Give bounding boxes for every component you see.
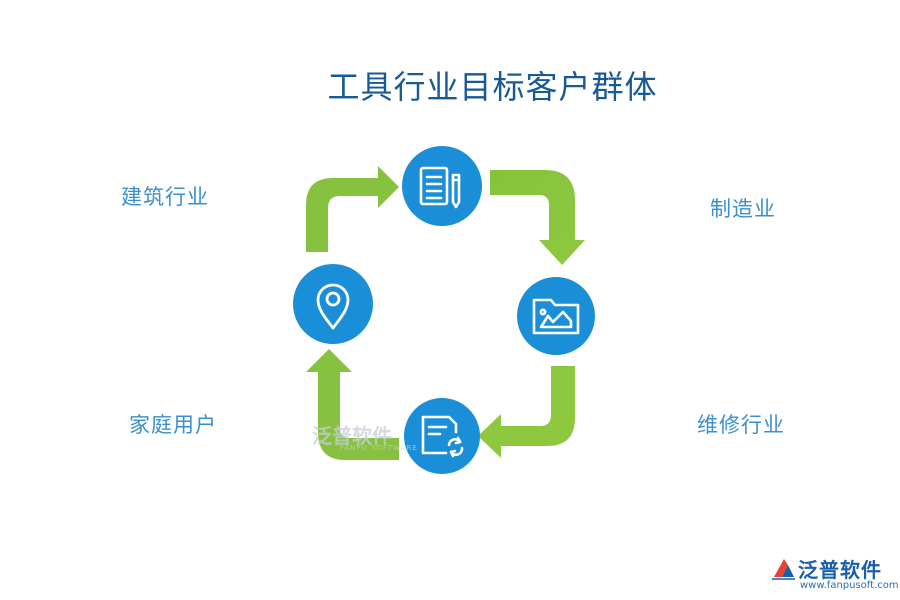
location-pin-icon xyxy=(316,283,350,330)
label-repair: 维修行业 xyxy=(697,413,785,437)
document-pencil-icon xyxy=(419,166,461,209)
brand-name: 泛普软件 xyxy=(798,558,882,582)
node-document-refresh xyxy=(404,398,480,474)
brand-url: www.fanpusoft.com xyxy=(800,580,899,591)
label-household: 家庭用户 xyxy=(129,413,217,437)
label-manufacturing: 制造业 xyxy=(710,197,776,221)
arrow-bottom-left xyxy=(306,349,399,460)
node-document-pencil xyxy=(402,146,482,226)
arrow-top-left xyxy=(306,166,399,252)
document-refresh-icon xyxy=(421,415,464,458)
brand-logo-block: 泛普软件 www.fanpusoft.com xyxy=(770,556,899,596)
folder-image-icon xyxy=(532,298,580,335)
diagram-title: 工具行业目标客户群体 xyxy=(327,68,658,106)
arrow-top-right xyxy=(490,170,585,265)
brand-logo-icon xyxy=(772,559,795,580)
arrow-bottom-right xyxy=(478,366,575,458)
node-folder-image xyxy=(517,277,595,355)
label-construction: 建筑行业 xyxy=(121,185,209,209)
node-location-pin xyxy=(293,264,373,344)
watermark-subtext: FANPU SOFTWARE xyxy=(340,444,418,452)
